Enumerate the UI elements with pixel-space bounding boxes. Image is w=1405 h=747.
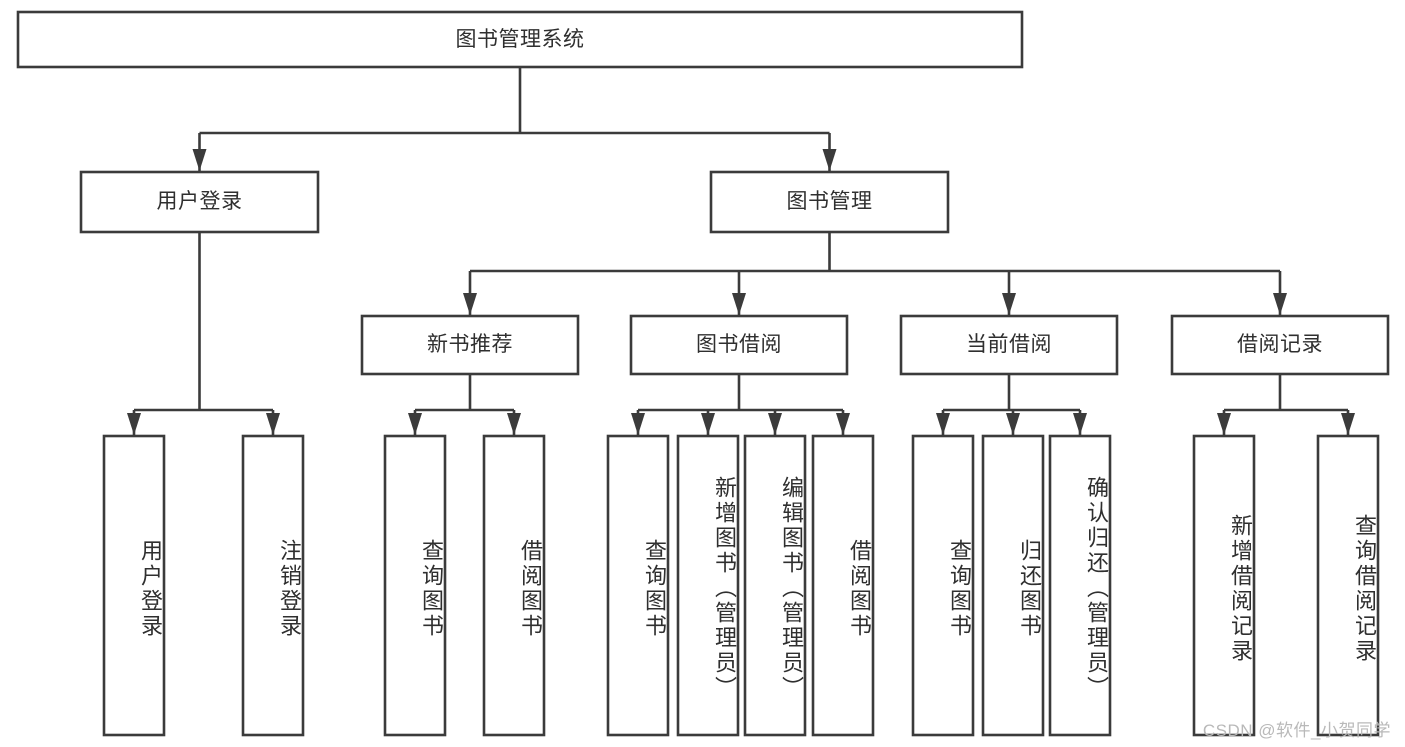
arrow-icon-book-manage <box>822 149 837 171</box>
arrow-icon-user-logout <box>266 413 280 435</box>
node-box-user-login[interactable] <box>79 170 320 234</box>
node-box-query-borrow-record[interactable] <box>1316 434 1380 737</box>
arrow-icon-borrow-book-1 <box>507 413 521 435</box>
node-box-root[interactable] <box>16 10 1024 69</box>
arrow-icon-current-borrow <box>1002 293 1016 315</box>
node-box-confirm-return[interactable] <box>1048 434 1112 737</box>
arrow-icon-borrow-book-2 <box>836 413 850 435</box>
node-box-user-logout[interactable] <box>241 434 305 737</box>
node-box-user-login-do[interactable] <box>102 434 166 737</box>
watermark-text: CSDN @软件_小贺同学 <box>1202 721 1391 740</box>
arrow-icon-query-book-1 <box>408 413 422 435</box>
node-box-borrow-book-1[interactable] <box>482 434 546 737</box>
arrow-icon-borrow-record <box>1273 293 1287 315</box>
arrow-icon-query-borrow-record <box>1341 413 1355 435</box>
node-box-book-manage[interactable] <box>709 170 950 234</box>
arrow-icon-query-book-2 <box>631 413 645 435</box>
arrow-icon-confirm-return <box>1073 413 1087 435</box>
arrow-icon-book-borrow <box>732 293 746 315</box>
node-box-add-book[interactable] <box>676 434 740 737</box>
arrow-icon-edit-book <box>768 413 782 435</box>
node-box-borrow-record[interactable] <box>1170 314 1390 376</box>
node-box-query-book-3[interactable] <box>911 434 975 737</box>
arrow-icon-return-book <box>1006 413 1020 435</box>
arrow-icon-new-book-rec <box>463 293 477 315</box>
arrow-icon-add-borrow-record <box>1217 413 1231 435</box>
arrow-icon-user-login <box>192 149 207 171</box>
arrow-icon-query-book-3 <box>936 413 950 435</box>
arrow-icon-add-book <box>701 413 715 435</box>
node-box-edit-book[interactable] <box>743 434 807 737</box>
node-box-borrow-book-2[interactable] <box>811 434 875 737</box>
node-box-new-book-rec[interactable] <box>360 314 580 376</box>
node-box-return-book[interactable] <box>981 434 1045 737</box>
node-box-query-book-1[interactable] <box>383 434 447 737</box>
node-box-query-book-2[interactable] <box>606 434 670 737</box>
node-box-book-borrow[interactable] <box>629 314 849 376</box>
node-box-current-borrow[interactable] <box>899 314 1119 376</box>
arrow-icon-user-login-do <box>127 413 141 435</box>
node-box-add-borrow-record[interactable] <box>1192 434 1256 737</box>
